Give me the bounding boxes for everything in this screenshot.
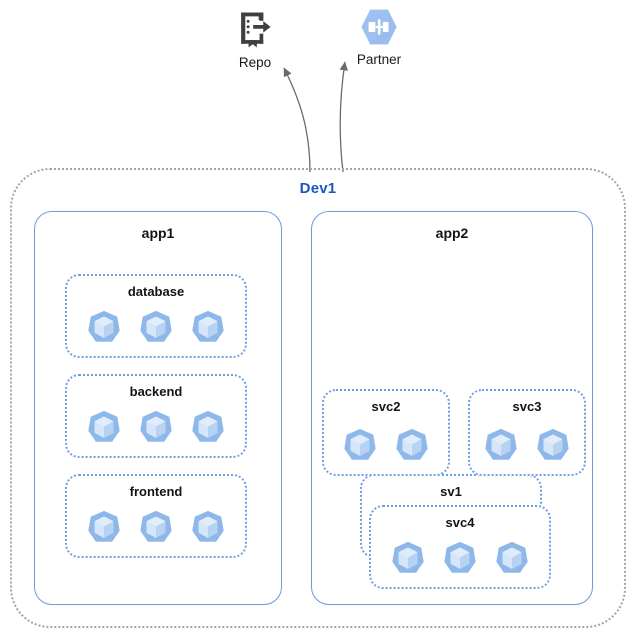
pod-icon[interactable] (137, 308, 175, 346)
app-container-app1[interactable]: app1 frontend (34, 211, 282, 605)
service-title-backend: backend (129, 384, 183, 399)
external-node-partner[interactable]: Partner (333, 5, 425, 68)
service-title-svc3: svc3 (512, 399, 542, 414)
pod-icon[interactable] (85, 508, 123, 546)
pod-icon[interactable] (137, 408, 175, 446)
external-node-label: Partner (356, 52, 402, 67)
service-group-frontend[interactable]: frontend (65, 474, 247, 558)
environment-label-dev1: Dev1 (299, 180, 337, 197)
service-group-svc2[interactable]: svc2 (322, 389, 450, 476)
pod-row-svc3 (470, 426, 584, 464)
pod-row-backend (67, 408, 245, 446)
pod-icon[interactable] (189, 408, 227, 446)
pod-icon[interactable] (341, 426, 379, 464)
pod-icon[interactable] (85, 308, 123, 346)
pod-row-database (67, 308, 245, 346)
service-title-database: database (127, 284, 185, 299)
environment-box-dev1[interactable] (10, 168, 626, 628)
connector-dev1-to-repo (283, 67, 311, 173)
pod-icon[interactable] (393, 426, 431, 464)
pod-icon[interactable] (85, 408, 123, 446)
pod-row-frontend (67, 508, 245, 546)
pod-icon[interactable] (189, 508, 227, 546)
pod-icon[interactable] (534, 426, 572, 464)
pod-icon[interactable] (389, 539, 427, 577)
pod-row-svc2 (324, 426, 448, 464)
pod-icon[interactable] (189, 308, 227, 346)
service-group-database[interactable]: database (65, 274, 247, 358)
app-title-app1: app1 (141, 225, 175, 241)
service-title-frontend: frontend (129, 484, 183, 499)
partner-hexagon-icon (361, 9, 397, 45)
pod-icon[interactable] (137, 508, 175, 546)
service-group-svc3[interactable]: svc3 (468, 389, 586, 476)
service-group-svc4[interactable]: svc4 (369, 505, 551, 589)
external-node-label: Repo (238, 55, 272, 70)
pod-row-svc4 (371, 539, 549, 577)
app-container-app2[interactable]: app2 sv1 (311, 211, 593, 605)
repository-icon (241, 12, 271, 48)
service-title-svc4: svc4 (445, 515, 475, 530)
service-title-svc2: svc2 (371, 399, 401, 414)
connector-dev1-to-partner (339, 61, 348, 173)
pod-icon[interactable] (482, 426, 520, 464)
external-node-repo[interactable]: Repo (209, 8, 301, 71)
pod-icon[interactable] (493, 539, 531, 577)
pod-icon[interactable] (441, 539, 479, 577)
app-title-app2: app2 (435, 225, 469, 241)
service-group-backend[interactable]: backend (65, 374, 247, 458)
service-title-sv1: sv1 (440, 484, 462, 499)
